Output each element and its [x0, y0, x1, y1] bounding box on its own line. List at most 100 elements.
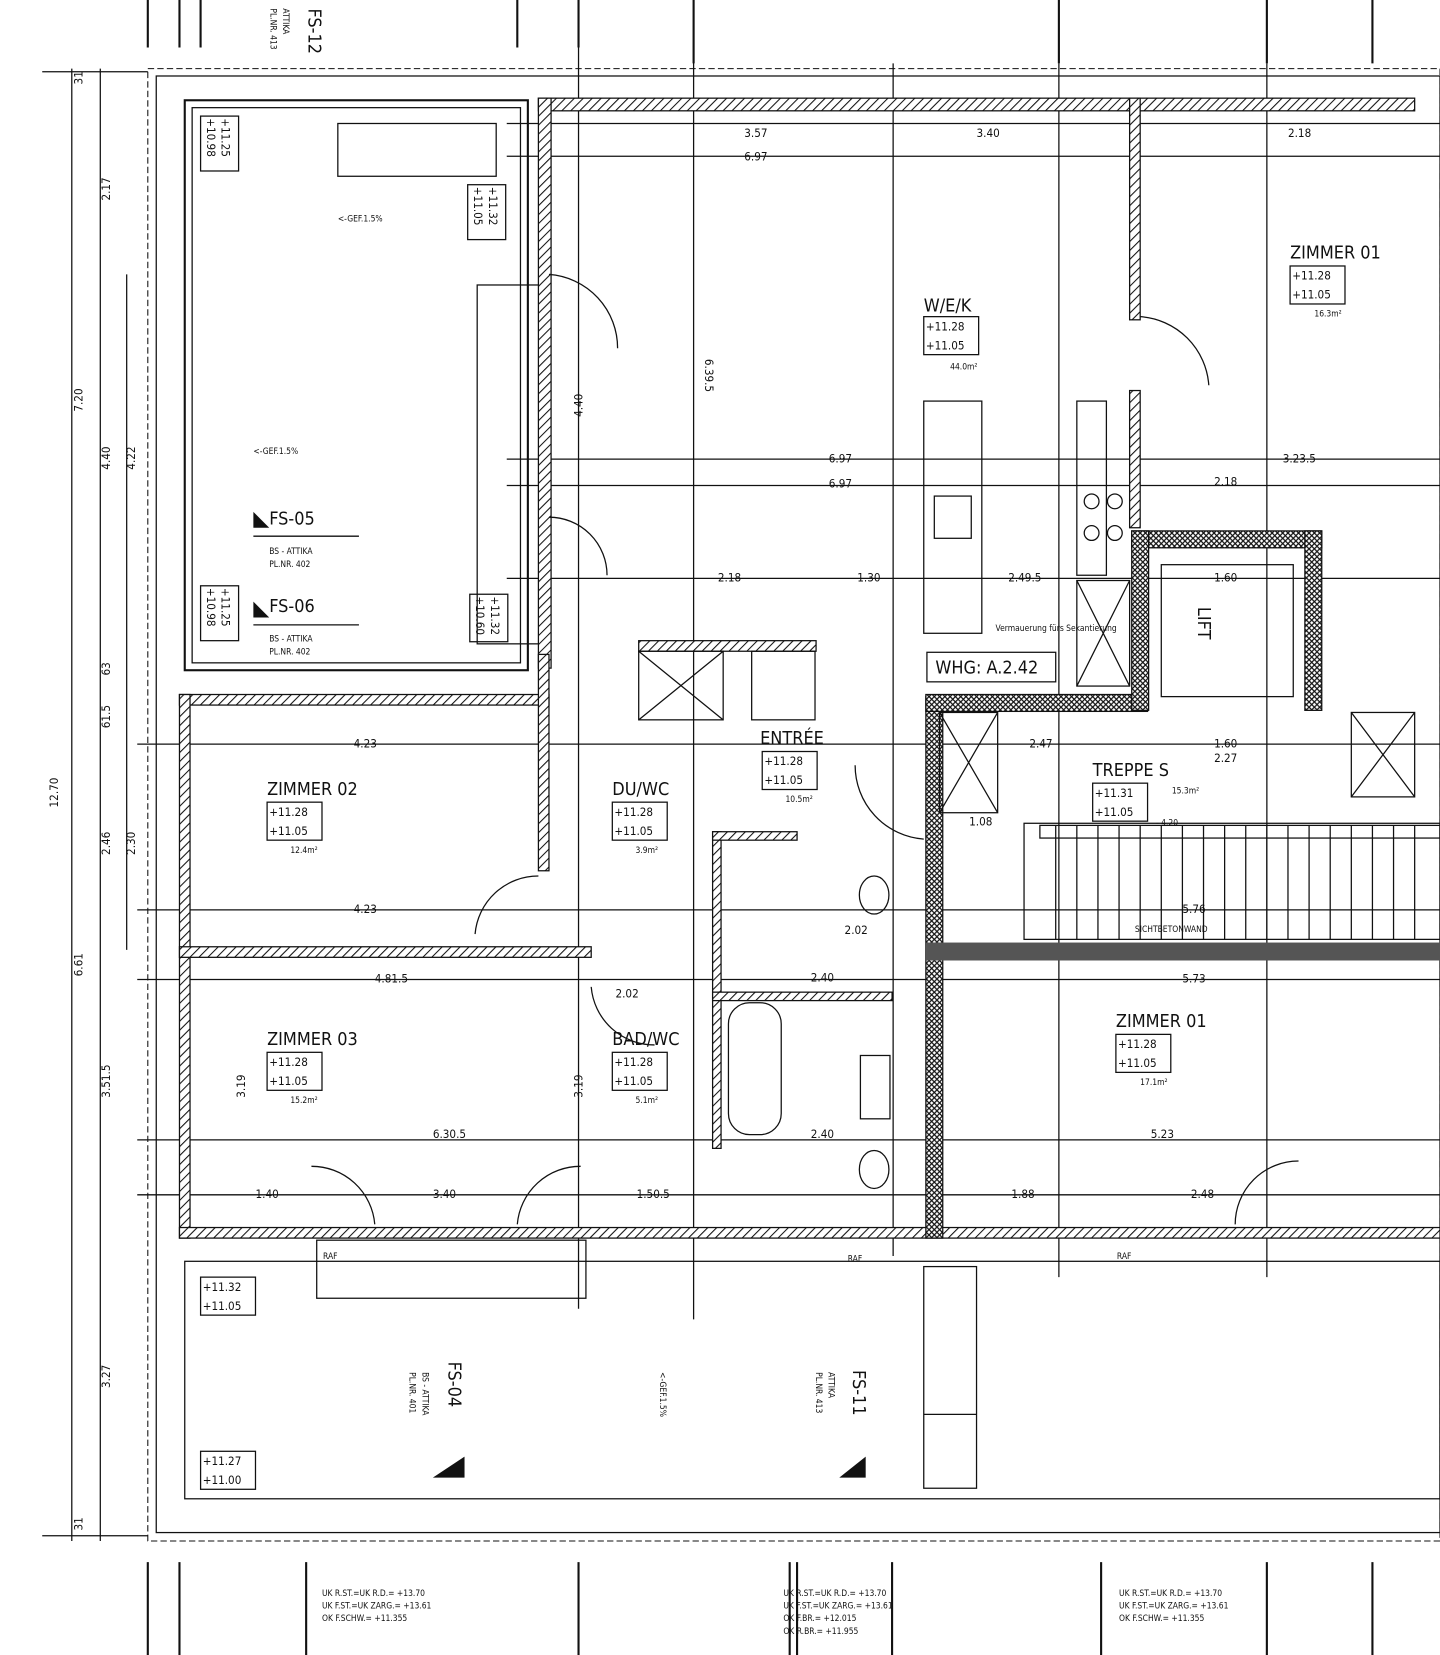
label: 1.60	[1214, 571, 1237, 585]
label: 4.23	[354, 902, 377, 916]
label: FS-11	[848, 1370, 869, 1416]
label: 15.3m²	[1172, 786, 1199, 796]
label: FS-06	[269, 596, 315, 617]
label: 3.9m²	[636, 845, 659, 855]
label: DU/WC	[612, 779, 669, 800]
label: +11.05	[1118, 1056, 1157, 1070]
label: PL.NR. 402	[269, 559, 310, 569]
label: RAF	[1117, 1251, 1132, 1261]
label: +11.28	[614, 805, 653, 819]
label: WHG: A.2.42	[935, 657, 1038, 678]
label: TREPPE S	[1092, 760, 1169, 781]
label: +11.00	[203, 1473, 242, 1487]
interior-dimensions: 3.57 3.40 6.97 6.97 6.97 2.18 1.30 2.49.…	[234, 126, 1316, 1201]
label: +11.32	[488, 596, 502, 635]
label: UK F.ST.=UK ZARG.= +13.61	[322, 1601, 432, 1611]
label: +11.28	[269, 805, 308, 819]
label: FS-05	[269, 509, 315, 530]
label: 6.39.5	[702, 359, 716, 392]
label: OK F.SCHW.= +11.355	[1119, 1613, 1204, 1623]
section-fs-05: FS-05 BS - ATTIKA PL.NR. 402	[253, 509, 359, 569]
label: 16.3m²	[1314, 309, 1341, 319]
label: 2.46	[99, 832, 113, 855]
label: +10.98	[204, 588, 218, 627]
label: +11.28	[1292, 269, 1331, 283]
label: ENTRÉE	[760, 727, 824, 749]
label: 2.02	[845, 923, 868, 937]
label: 4.23	[354, 736, 377, 750]
label: 1.40	[255, 1187, 278, 1201]
label: PL.NR. 413	[814, 1372, 824, 1413]
label: 10.5m²	[785, 794, 812, 804]
wall-note: SICHTBETONWAND	[1135, 924, 1208, 934]
label: +10.98	[204, 118, 218, 157]
label: 2.27	[1214, 751, 1237, 765]
label: 6.30.5	[433, 1127, 466, 1141]
label: 7.20	[71, 388, 85, 411]
room-du-wc: DU/WC +11.28 +11.05 3.9m²	[611, 779, 669, 855]
left-dimensions: 31 2.17 7.20 4.40 4.22 63 61.5 2.46 2.30…	[47, 71, 138, 1530]
label: 2.48	[1191, 1187, 1214, 1201]
label: ZIMMER 02	[267, 779, 358, 800]
lift-label: LIFT	[1193, 607, 1214, 640]
label: UK F.ST.=UK ZARG.= +13.61	[1119, 1601, 1229, 1611]
label: 12.4m²	[290, 845, 317, 855]
label: +11.05	[614, 824, 653, 838]
label: 2.30	[124, 832, 138, 855]
label: +11.31	[1095, 786, 1134, 800]
label: PL.NR. 401	[408, 1372, 418, 1413]
slope-note: <-GEF.1.5%	[338, 214, 383, 224]
label: UK R.ST.=UK R.D.= +13.70	[322, 1588, 425, 1598]
label: 2.18	[718, 571, 741, 585]
label: BS - ATTIKA	[269, 546, 313, 556]
label: PL.NR. 413	[268, 8, 278, 49]
label: RAF	[323, 1251, 338, 1261]
slope-note-2: <-GEF.1.5%	[253, 446, 298, 456]
label: 6.97	[744, 149, 767, 163]
label: 6.97	[829, 477, 852, 491]
label: 6.97	[829, 451, 852, 465]
label: 4.40	[99, 446, 113, 469]
label: 6.61	[71, 953, 85, 976]
label: UK R.ST.=UK R.D.= +13.70	[1119, 1588, 1222, 1598]
label: 1.88	[1011, 1187, 1034, 1201]
label: 3.51.5	[99, 1064, 113, 1097]
section-markers: FS-05 BS - ATTIKA PL.NR. 402 FS-06 BS - ATT…	[253, 8, 869, 1478]
label: 5.1m²	[636, 1095, 659, 1105]
label: 1.50.5	[637, 1187, 670, 1201]
label: 2.18	[1214, 475, 1237, 489]
label: 2.18	[1288, 126, 1311, 140]
label: OK F.SCHW.= +11.355	[322, 1613, 407, 1623]
label: 61.5	[99, 705, 113, 728]
room-bad-wc: BAD/WC+11.28+11.055.1m²	[611, 1029, 680, 1105]
label: +11.05	[764, 773, 803, 787]
label: 63	[99, 662, 113, 675]
label: 31	[71, 1517, 85, 1530]
label: +11.05	[203, 1299, 242, 1313]
label: ATTIKA	[281, 8, 291, 35]
label: 3.57	[744, 126, 767, 140]
level-markers: +11.32+11.05 +11.27+11.00 +11.25+10.98 +…	[199, 115, 509, 1490]
stair	[1023, 822, 1440, 941]
label: OK R.BR.= +11.955	[783, 1626, 858, 1636]
label: +11.27	[203, 1454, 242, 1468]
walls	[178, 97, 1440, 1239]
label: BS - ATTIKA	[269, 634, 313, 644]
label: - 4.20	[1156, 817, 1178, 827]
label: +11.32	[203, 1280, 242, 1294]
label: ZIMMER 03	[267, 1029, 358, 1050]
label: 2.40	[811, 971, 834, 985]
core-band	[925, 942, 1440, 961]
label: 3.40	[977, 126, 1000, 140]
label: 3.40	[433, 1187, 456, 1201]
label: 5.73	[1182, 972, 1205, 986]
label: +11.25	[219, 588, 233, 627]
